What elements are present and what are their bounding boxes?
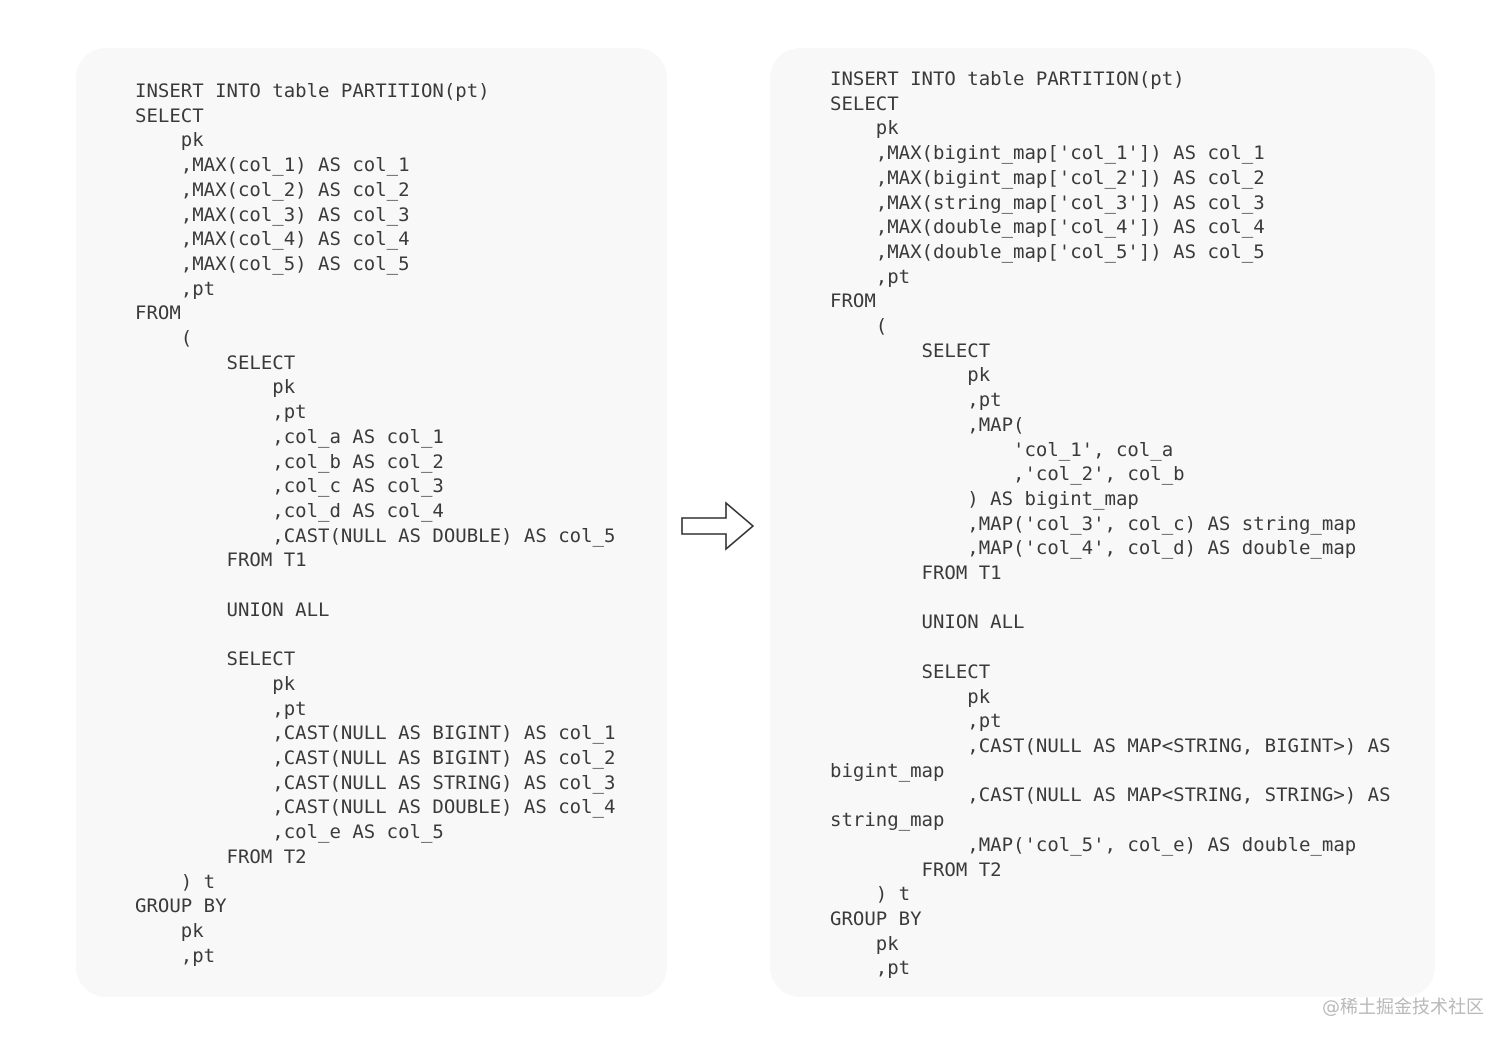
left-code-panel: INSERT INTO table PARTITION(pt) SELECT p…	[76, 48, 667, 997]
left-sql-code: INSERT INTO table PARTITION(pt) SELECT p…	[135, 80, 616, 967]
right-code-panel: INSERT INTO table PARTITION(pt) SELECT p…	[770, 48, 1435, 997]
right-sql-code: INSERT INTO table PARTITION(pt) SELECT p…	[830, 68, 1391, 980]
right-arrow-icon	[681, 501, 755, 551]
watermark: @稀土掘金技术社区	[1322, 997, 1484, 1018]
